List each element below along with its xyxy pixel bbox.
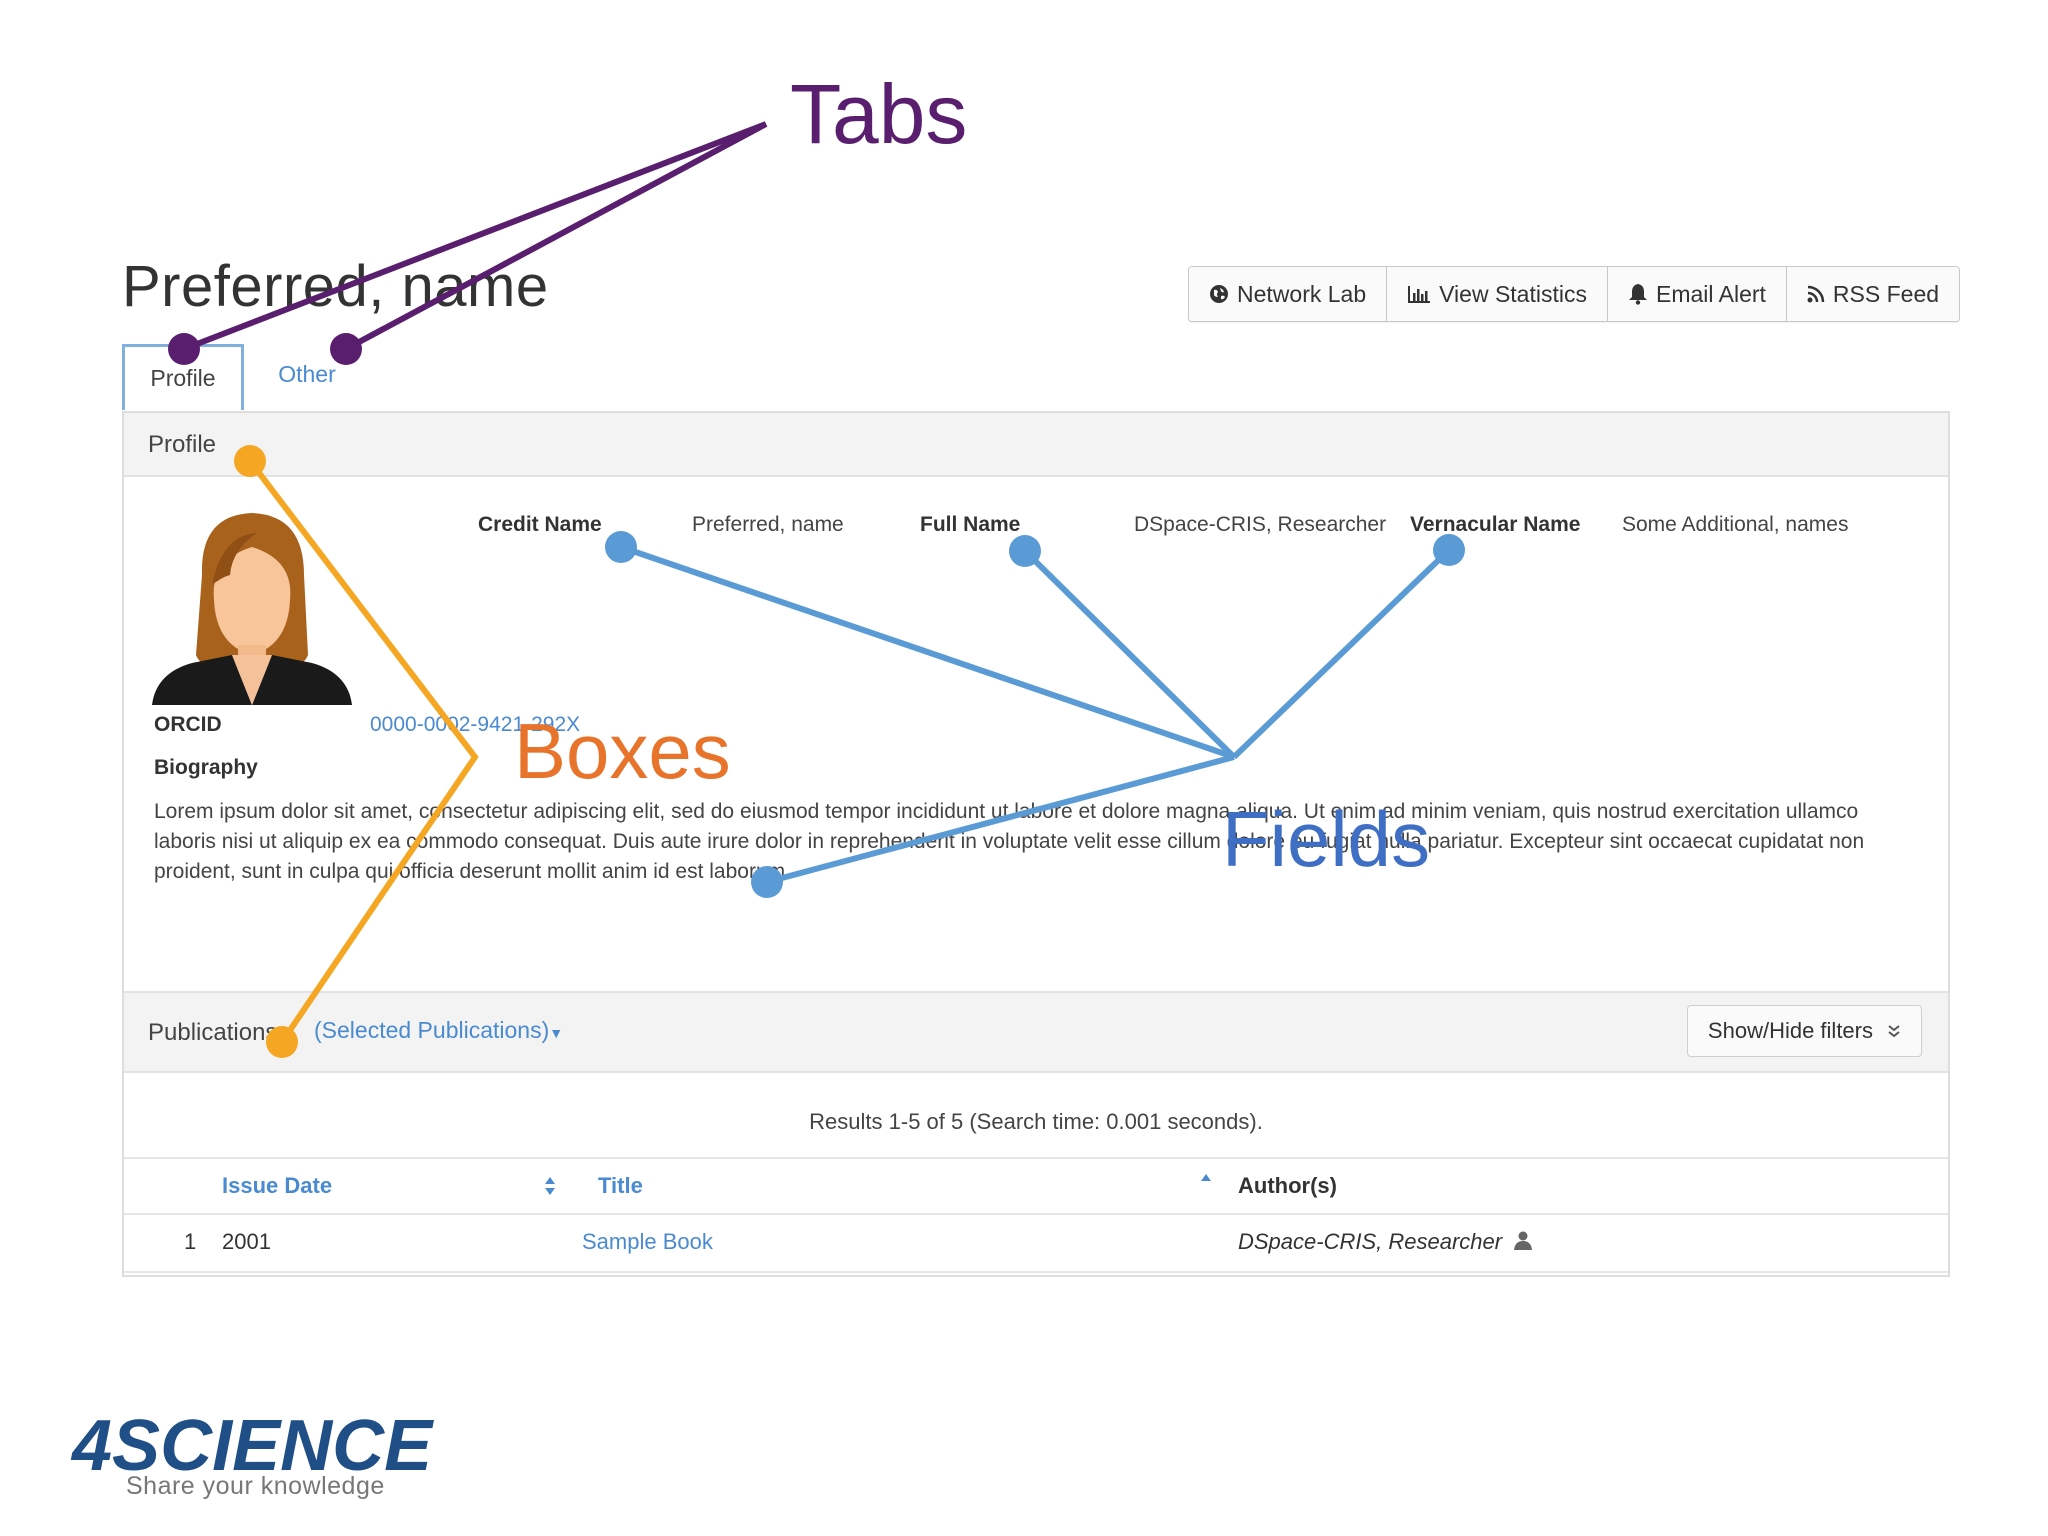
field-value-full-name: DSpace-CRIS, Researcher	[1134, 513, 1387, 536]
field-label-credit-name: Credit Name	[478, 513, 602, 536]
avatar	[152, 513, 352, 705]
profile-box-heading[interactable]: Profile	[124, 413, 1948, 477]
publications-box-title[interactable]: Publications	[148, 1019, 278, 1046]
tabs-annotation-label: Tabs	[790, 67, 968, 161]
row-issue-date: 2001	[222, 1229, 271, 1254]
publications-table-header: Issue Date Title Author(s)	[124, 1157, 1948, 1215]
sort-up-icon[interactable]	[1200, 1173, 1212, 1183]
table-row: 1 2001 Sample Book DSpace-CRIS, Research…	[124, 1215, 1948, 1273]
row-title-link[interactable]: Sample Book	[582, 1229, 713, 1254]
view-statistics-label: View Statistics	[1439, 280, 1587, 307]
rss-icon	[1807, 285, 1825, 303]
page-title: Preferred, name	[122, 254, 549, 319]
rss-feed-button[interactable]: RSS Feed	[1786, 267, 1960, 321]
boxes-annotation-label: Boxes	[514, 707, 731, 795]
biography-label: Biography	[154, 756, 258, 779]
rss-feed-label: RSS Feed	[1832, 280, 1940, 307]
view-statistics-button[interactable]: View Statistics	[1387, 267, 1608, 321]
filters-button-label: Show/Hide filters	[1707, 1018, 1873, 1043]
double-chevron-down-icon	[1888, 1025, 1900, 1038]
biography-text: Lorem ipsum dolor sit amet, consectetur …	[154, 800, 1865, 883]
show-hide-filters-button[interactable]: Show/Hide filters	[1686, 1005, 1922, 1057]
network-lab-label: Network Lab	[1237, 280, 1367, 307]
email-alert-label: Email Alert	[1655, 280, 1766, 307]
field-label-full-name: Full Name	[920, 513, 1021, 536]
field-label-vernacular-name: Vernacular Name	[1410, 513, 1581, 536]
sort-both-icon[interactable]	[544, 1175, 556, 1197]
column-authors: Author(s)	[1238, 1173, 1337, 1198]
field-value-vernacular-name: Some Additional, names	[1622, 513, 1849, 536]
logo-wordmark: 4SCIENCE	[70, 1406, 434, 1486]
logo-tagline: Share your knowledge	[126, 1472, 385, 1500]
tab-other[interactable]: Other	[278, 360, 336, 387]
row-authors[interactable]: DSpace-CRIS, Researcher	[1238, 1229, 1503, 1254]
column-title[interactable]: Title	[598, 1173, 643, 1198]
bell-icon	[1628, 284, 1647, 305]
globe-icon	[1210, 285, 1228, 303]
publications-box-heading: Publications (Selected Publications)▼ Sh…	[124, 991, 1948, 1073]
email-alert-button[interactable]: Email Alert	[1607, 267, 1787, 321]
column-issue-date[interactable]: Issue Date	[222, 1173, 333, 1198]
fields-annotation-label: Fields	[1222, 795, 1431, 883]
4science-logo: 4SCIENCE	[70, 1406, 434, 1486]
researcher-panel: Profile Credit Name Preferred, name Full…	[122, 411, 1950, 1277]
network-lab-button[interactable]: Network Lab	[1189, 267, 1388, 321]
selected-publications-dropdown[interactable]: (Selected Publications)▼	[314, 1017, 563, 1044]
results-summary: Results 1-5 of 5 (Search time: 0.001 sec…	[809, 1109, 1263, 1134]
action-toolbar: Network Lab View Statistics Email Alert …	[1188, 266, 1961, 322]
row-index: 1	[184, 1229, 197, 1254]
selected-publications-label: (Selected Publications)	[314, 1017, 550, 1043]
caret-down-icon: ▼	[549, 1025, 564, 1041]
user-icon	[1514, 1231, 1532, 1250]
orcid-label: ORCID	[154, 713, 222, 736]
profile-box-title: Profile	[148, 431, 217, 458]
field-value-credit-name: Preferred, name	[692, 513, 844, 536]
tab-profile[interactable]: Profile	[122, 344, 244, 410]
tabs-annotation-lines	[168, 121, 768, 365]
bar-chart-icon	[1408, 286, 1431, 303]
